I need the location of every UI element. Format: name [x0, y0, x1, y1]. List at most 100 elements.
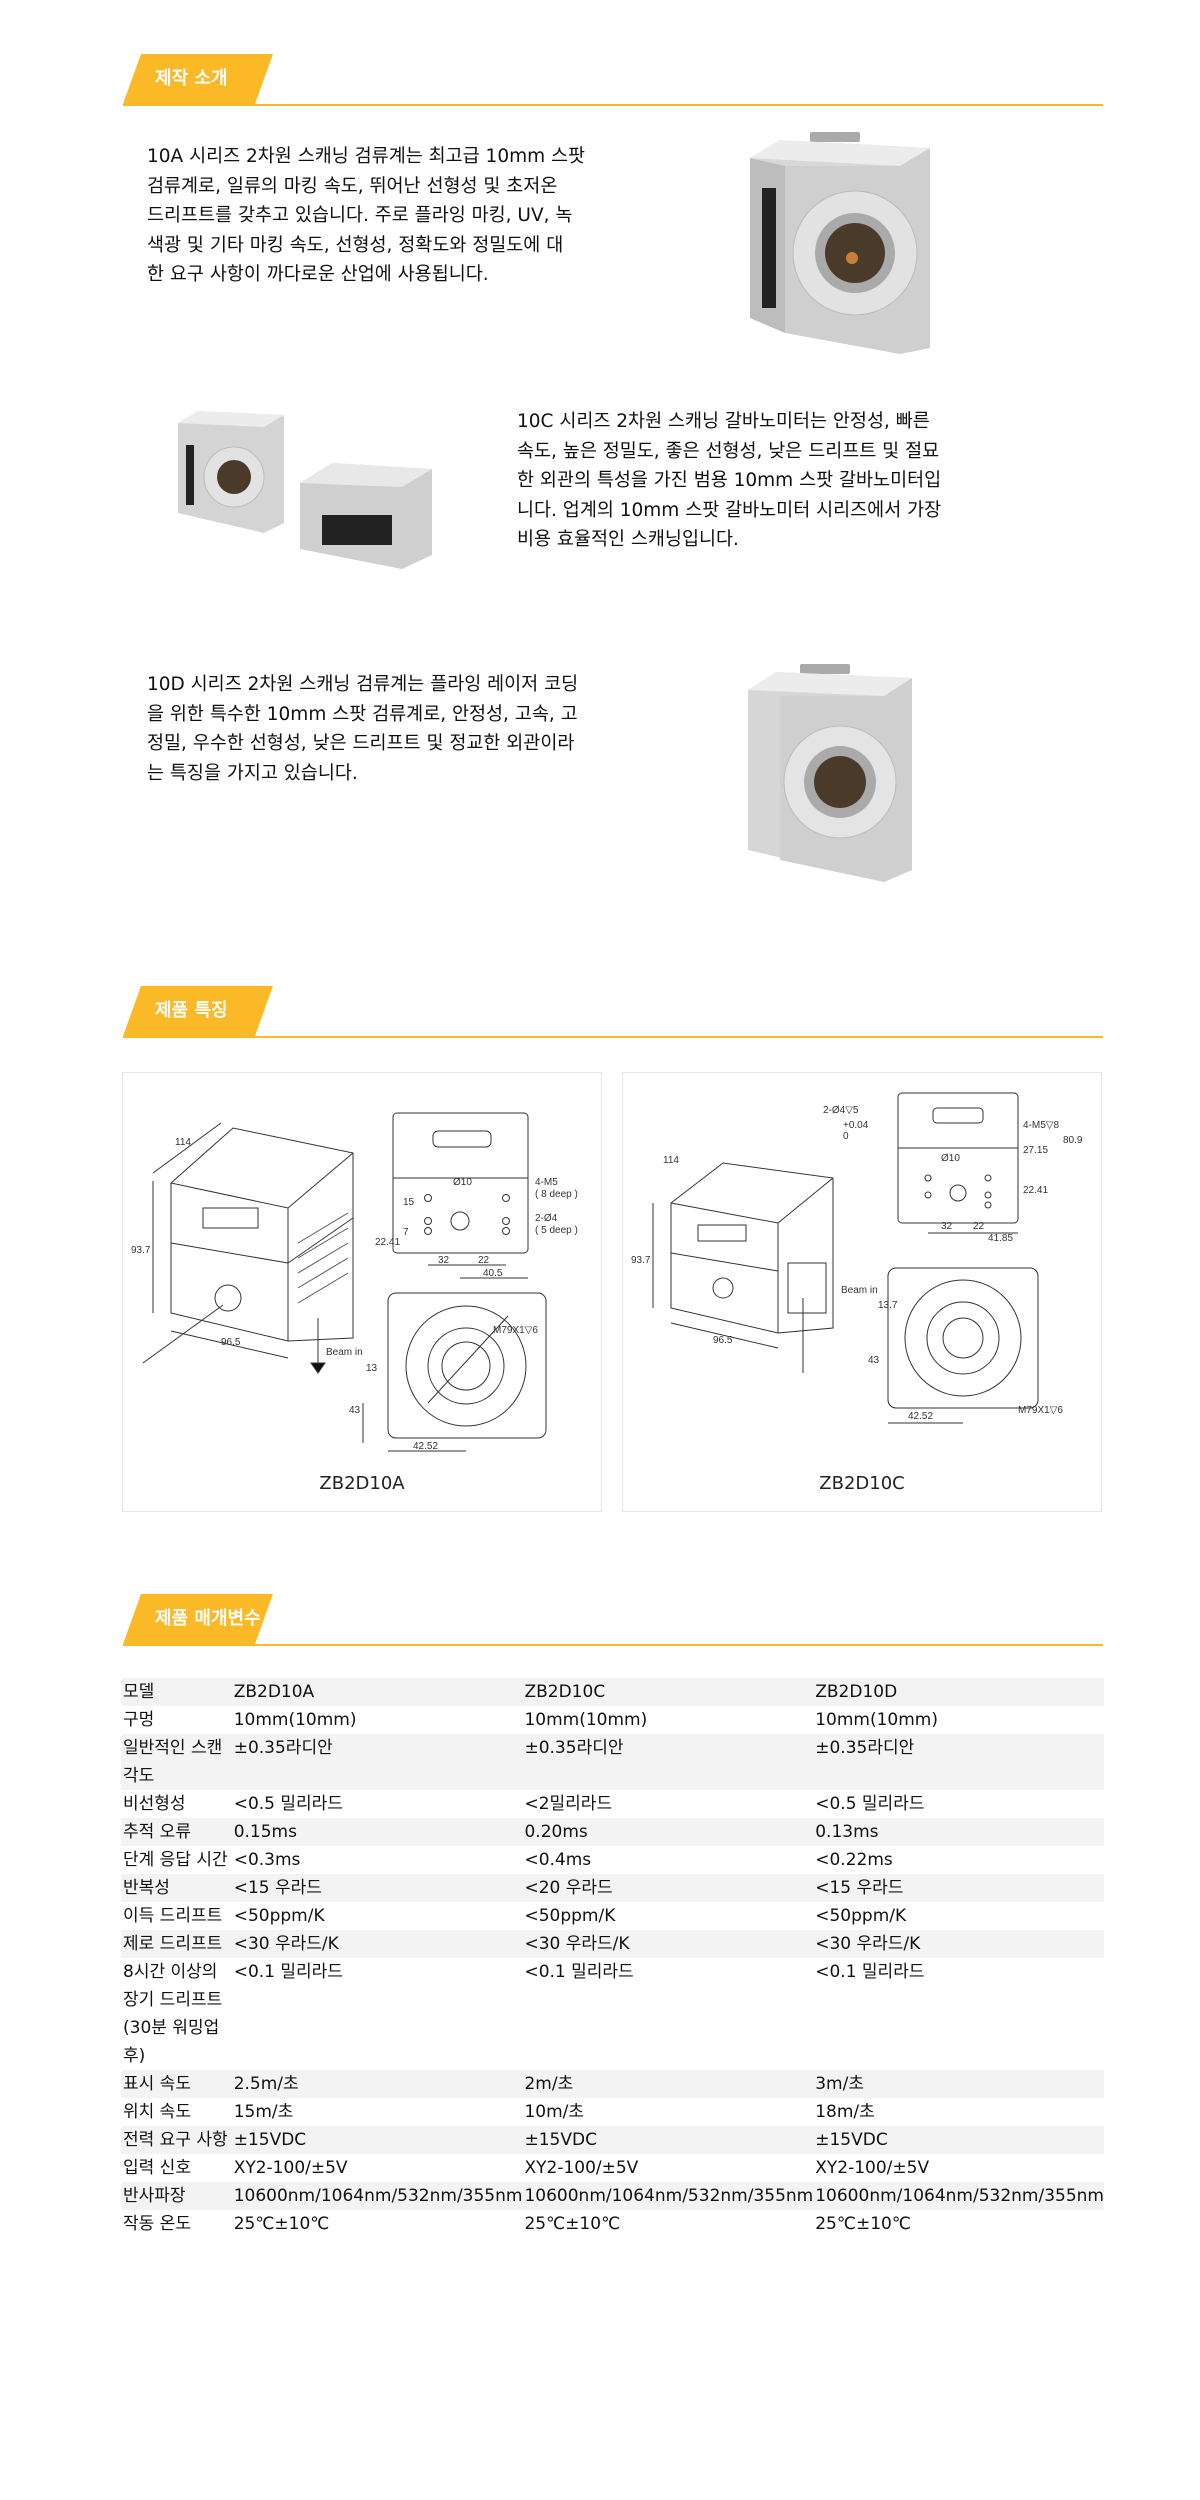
- dim-label: Beam in: [841, 1285, 878, 1296]
- cell-value: <0.4ms: [524, 1850, 592, 1870]
- row-label: 비선형성: [123, 1794, 186, 1814]
- paragraph-line: 는 특징을 가지고 있습니다.: [147, 762, 358, 784]
- cell-value: <0.5 밀리라드: [815, 1794, 925, 1814]
- dim-label: 32: [438, 1255, 450, 1266]
- dim-label: 4-M5: [535, 1177, 558, 1188]
- dim-label: M79X1▽6: [493, 1325, 538, 1336]
- paragraph-line: 10D 시리즈 2차원 스캐닝 검류계는 플라잉 레이저 코딩: [147, 674, 579, 695]
- table-row: 이득 드리프트<50ppm/K<50ppm/K<50ppm/K: [121, 1902, 1104, 1930]
- table-row: 일반적인 스캔 각도±0.35라디안±0.35라디안±0.35라디안: [121, 1734, 1104, 1790]
- dim-label: 22.41: [1023, 1185, 1048, 1196]
- paragraph-line: 10C 시리즈 2차원 스캐닝 갈바노미터는 안정성, 빠른: [517, 411, 930, 432]
- cell-value: 2m/초: [522, 2070, 814, 2098]
- dim-label: 13: [366, 1363, 378, 1374]
- dim-label: 32: [941, 1221, 953, 1232]
- paragraph-line: 니다. 업계의 10mm 스팟 갈바노미터 시리즈에서 가장: [517, 499, 942, 521]
- row-label: 8시간 이상의 장기 드리프트(30분 워밍업 후): [123, 1962, 223, 2066]
- cell-value: 25℃±10℃: [815, 2214, 911, 2234]
- paragraph-line: 한 외관의 특성을 가진 범용 10mm 스팟 갈바노미터입: [517, 470, 942, 491]
- cell-value: 10mm(10mm): [233, 1710, 357, 1730]
- paragraph-line: 비용 효율적인 스캐닝입니다.: [517, 529, 739, 550]
- section-title: 제품 특징: [123, 986, 273, 1036]
- section-header-params: 제품 매개변수: [123, 1594, 1103, 1646]
- cell-value: 25℃±10℃: [233, 2214, 330, 2234]
- paragraph-line: 을 위한 특수한 10mm 스팟 검류계로, 안정성, 고속, 고: [147, 703, 578, 725]
- dim-label: 22: [478, 1255, 490, 1266]
- cell-value: 10mm(10mm): [815, 1710, 939, 1730]
- cell-value: <0.22ms: [815, 1850, 893, 1870]
- cell-value: XY2-100/±5V: [815, 2158, 930, 2178]
- dim-label: 43: [349, 1405, 361, 1416]
- table-row: 비선형성<0.5 밀리라드<2밀리라드<0.5 밀리라드: [121, 1790, 1104, 1818]
- row-label: 표시 속도: [121, 2070, 232, 2098]
- dim-label: 4-M5▽8: [1023, 1120, 1059, 1131]
- dim-label: 0: [843, 1131, 849, 1142]
- cell-value: ±15VDC: [522, 2126, 814, 2154]
- dim-label: ( 8 deep ): [535, 1189, 578, 1200]
- diagram-label: ZB2D10C: [819, 1473, 905, 1494]
- table-row: 제로 드리프트<30 우라드/K<30 우라드/K<30 우라드/K: [121, 1930, 1104, 1958]
- dim-label: 2-Ø4: [535, 1213, 558, 1224]
- section-header-intro: 제작 소개: [123, 54, 1103, 106]
- dim-label: 2-Ø4▽5: [823, 1105, 859, 1116]
- cell-value: XY2-100/±5V: [524, 2158, 639, 2178]
- row-label: 위치 속도: [123, 2102, 191, 2122]
- row-label: 전력 요구 사항: [121, 2126, 232, 2154]
- row-label: 일반적인 스캔 각도: [121, 1734, 232, 1790]
- dim-label: 40.5: [483, 1268, 503, 1279]
- dim-label: Ø10: [941, 1153, 960, 1164]
- cell-value: 10600nm/1064nm/532nm/355nm: [231, 2182, 523, 2210]
- dim-label: Beam in: [326, 1347, 363, 1358]
- cell-value: 15m/초: [233, 2102, 294, 2122]
- dim-label: 15: [403, 1197, 415, 1208]
- table-row: 단계 응답 시간<0.3ms<0.4ms<0.22ms: [121, 1846, 1104, 1874]
- cell-value: <0.5 밀리라드: [233, 1794, 343, 1814]
- paragraph-line: 정밀, 우수한 선형성, 낮은 드리프트 및 정교한 외관이라: [147, 733, 575, 754]
- section-header-features: 제품 특징: [123, 986, 1103, 1038]
- row-label: 구멍: [123, 1710, 155, 1730]
- cell-value: 10600nm/1064nm/532nm/355nm: [522, 2182, 814, 2210]
- technical-drawing: 114 93.7 96.5 4-M5 ( 8 deep ) 2-Ø4 ( 5 d…: [131, 1112, 578, 1452]
- dim-label: +0.04: [843, 1120, 869, 1131]
- section-title: 제품 매개변수: [123, 1594, 273, 1644]
- row-label: 추적 오류: [121, 1818, 232, 1846]
- diagram-zb2d10c: 114 93.7 96.5 2-Ø4▽5 4-M5▽8 +0.04 0 Ø10 …: [622, 1072, 1102, 1512]
- cell-value: <15 우라드: [231, 1874, 523, 1902]
- cell-value: 0.15ms: [231, 1818, 523, 1846]
- cell-value: <0.1 밀리라드: [233, 1962, 343, 1982]
- paragraph-line: 드리프트를 갖추고 있습니다. 주로 플라잉 마킹, UV, 녹: [147, 205, 573, 226]
- technical-drawing: 114 93.7 96.5 2-Ø4▽5 4-M5▽8 +0.04 0 Ø10 …: [631, 1092, 1083, 1424]
- cell-value: 10600nm/1064nm/532nm/355nm: [813, 2182, 1104, 2210]
- cell-value: 3m/초: [813, 2070, 1104, 2098]
- dim-label: 80.9: [1063, 1135, 1083, 1146]
- cell-value: 25℃±10℃: [524, 2214, 621, 2234]
- section-title: 제작 소개: [123, 54, 273, 104]
- diagram-zb2d10a: 114 93.7 96.5 4-M5 ( 8 deep ) 2-Ø4 ( 5 d…: [122, 1072, 602, 1512]
- dim-label: 7: [403, 1227, 409, 1238]
- cell-value: <0.1 밀리라드: [524, 1962, 634, 1982]
- dim-label: 93.7: [631, 1255, 651, 1266]
- dim-label: 96.5: [221, 1337, 241, 1348]
- product-image-10a: [750, 132, 930, 354]
- cell-value: ZB2D10C: [522, 1678, 814, 1706]
- cell-value: ZB2D10D: [813, 1678, 1104, 1706]
- row-label: 반사파장: [121, 2182, 232, 2210]
- dim-label: 114: [175, 1137, 191, 1148]
- row-label: 모델: [121, 1678, 232, 1706]
- cell-value: XY2-100/±5V: [233, 2158, 348, 2178]
- paragraph-line: 색광 및 기타 마킹 속도, 선형성, 정확도와 정밀도에 대: [147, 234, 564, 256]
- paragraph-line: 검류계로, 일류의 마킹 속도, 뛰어난 선형성 및 초저온: [147, 175, 558, 197]
- table-row: 반복성<15 우라드<20 우라드<15 우라드: [121, 1874, 1104, 1902]
- dim-label: 22: [973, 1221, 985, 1232]
- cell-value: <50ppm/K: [524, 1906, 616, 1926]
- dim-label: 22.41: [375, 1237, 400, 1248]
